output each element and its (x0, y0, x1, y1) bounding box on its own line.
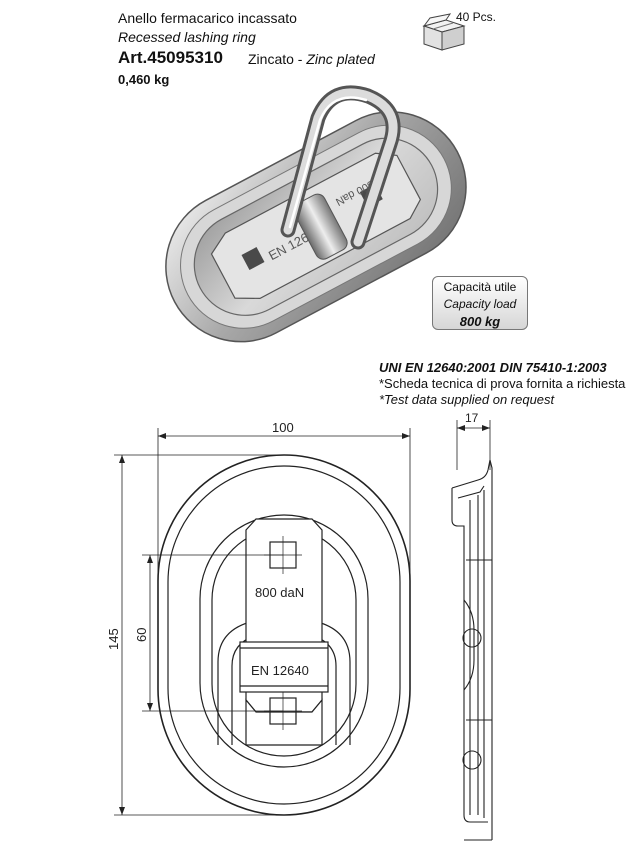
package-quantity: 40 Pcs. (456, 10, 497, 24)
finish-label: Zincato - Zinc plated (248, 51, 375, 67)
capacity-value: 800 kg (459, 314, 501, 329)
test-note-english: *Test data supplied on request (379, 392, 555, 407)
dimension-depth: 17 (465, 411, 479, 425)
test-note-italian: *Scheda tecnica di prova fornita a richi… (379, 376, 626, 391)
side-profile-view (451, 459, 493, 841)
drawing-marking-norm: EN 12640 (251, 663, 309, 678)
capacity-badge: Capacità utile Capacity load 800 kg (432, 276, 528, 330)
dimension-width: 100 (272, 420, 294, 435)
box-icon (422, 13, 466, 51)
weight-label: 0,460 kg (118, 72, 170, 87)
article-number: Art.45095310 (118, 48, 223, 67)
title-english: Recessed lashing ring (118, 29, 256, 45)
title-italian: Anello fermacarico incassato (118, 10, 297, 26)
finish-english: Zinc plated (306, 51, 375, 67)
finish-italian: Zincato - (248, 51, 307, 67)
dimension-height: 145 (106, 628, 121, 650)
standards-norms: UNI EN 12640:2001 DIN 75410-1:2003 (379, 360, 607, 375)
capacity-label-italian: Capacità utile (443, 280, 517, 294)
drawing-marking-load: 800 daN (255, 585, 304, 600)
product-illustration: EN 12640 800 daN (165, 85, 467, 343)
dimension-inner: 60 (134, 628, 149, 642)
capacity-label-english: Capacity load (443, 297, 517, 311)
